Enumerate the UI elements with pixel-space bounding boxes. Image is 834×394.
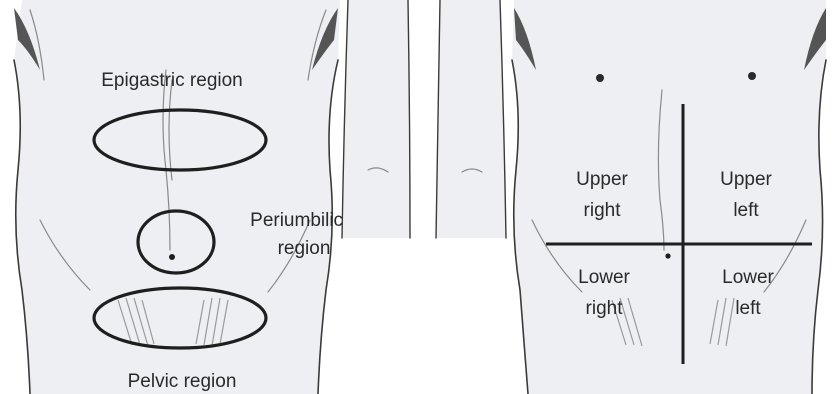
upper-right-label-line1: Upper [576,169,628,190]
upper-left-label-line1: Upper [720,169,772,190]
upper-right-label-line2: right [584,200,622,221]
middle-right-arm [436,0,506,238]
lower-right-label-line2: right [586,298,624,319]
lower-left-label-line2: left [735,298,761,319]
middle-arms-figure [342,0,506,238]
right-torso-body [512,0,826,394]
right-umbilicus-dot [665,253,670,258]
upper-left-label-line2: left [733,200,759,221]
pelvic-label: Pelvic region [128,371,237,392]
periumbilical-label-line2: region [278,238,331,259]
right-torso-figure: Upper right Upper left Lower right Lower… [512,0,826,394]
right-fig-nipple-right [748,72,756,80]
right-fig-nipple-left [596,74,604,82]
epigastric-label: Epigastric region [101,70,243,91]
lower-right-label-line1: Lower [578,267,630,288]
left-torso-figure: Epigastric region Periumbilical region P… [14,0,358,394]
left-umbilicus-dot [169,254,175,260]
lower-left-label-line1: Lower [722,267,774,288]
left-torso-body [14,0,340,394]
middle-left-arm [342,0,410,238]
